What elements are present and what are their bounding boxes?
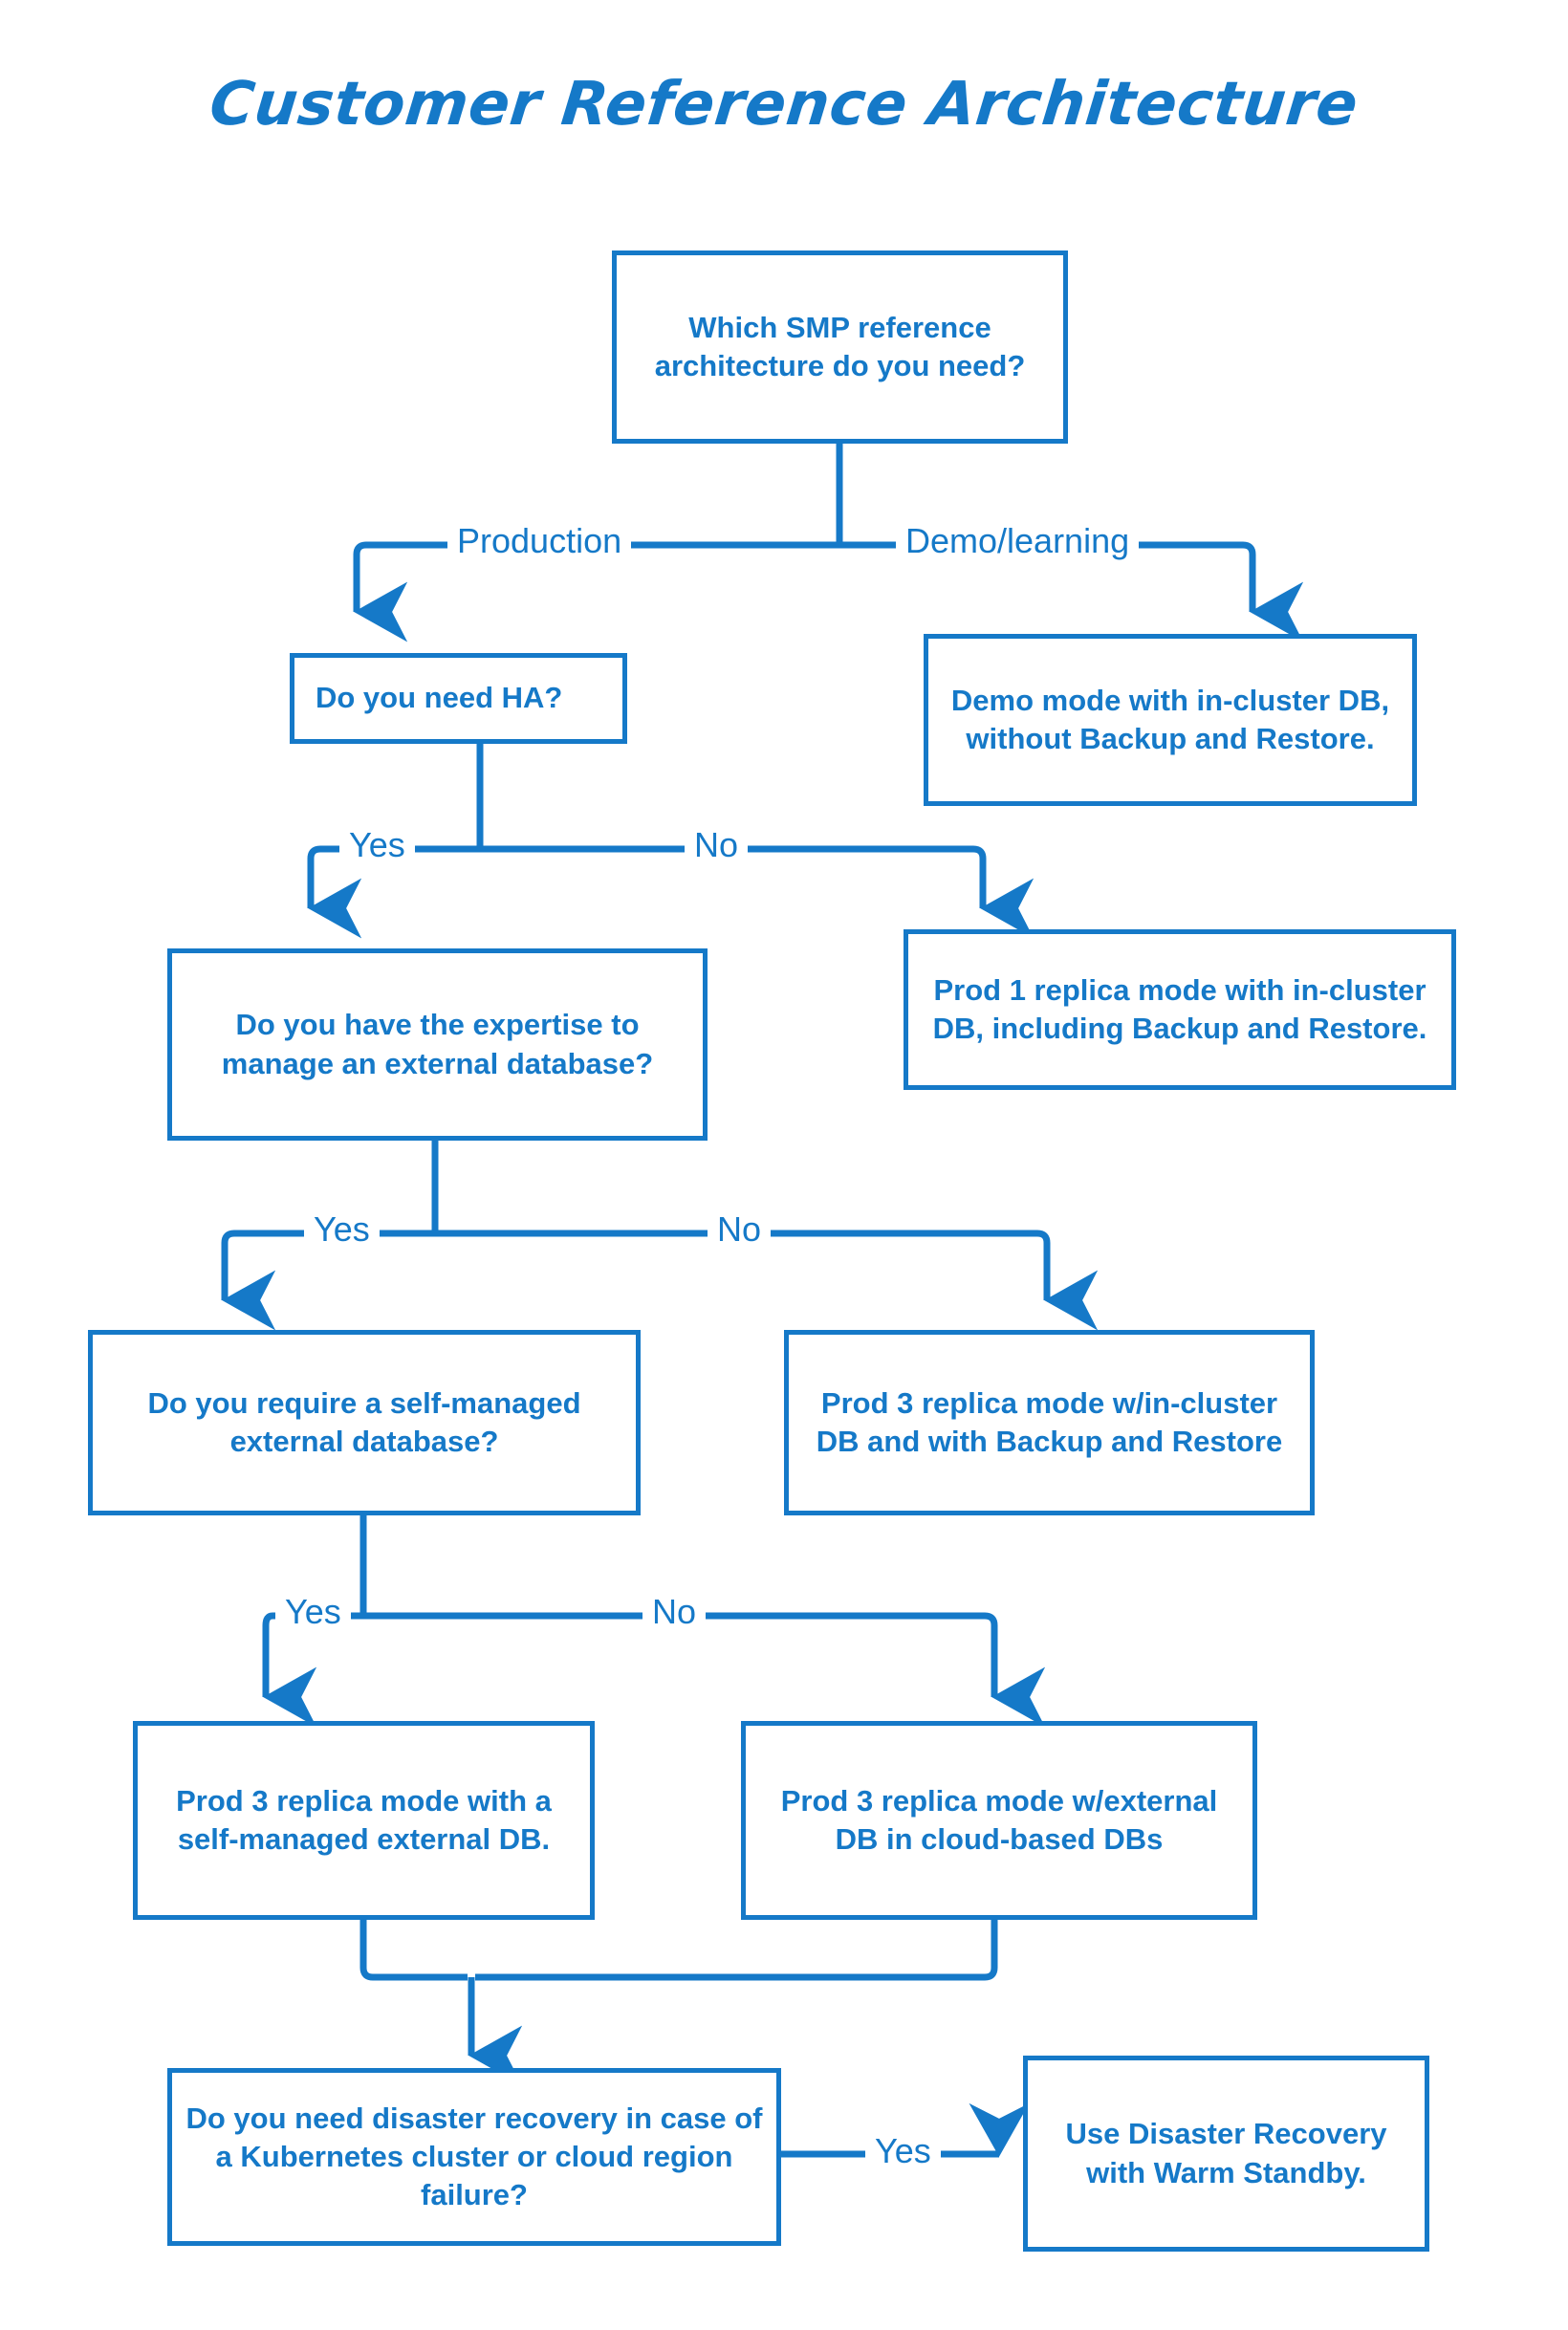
edge-label-ha-yes: Yes — [339, 828, 415, 862]
edge-label-expertise-yes: Yes — [304, 1212, 380, 1247]
edge-label-demo-learning: Demo/learning — [896, 524, 1140, 558]
node-demo-mode-in-cluster-db[interactable]: Demo mode with in-cluster DB, without Ba… — [924, 634, 1417, 806]
node-use-disaster-recovery-warm-standby[interactable]: Use Disaster Recovery with Warm Standby. — [1023, 2056, 1429, 2252]
node-which-smp-reference-architecture[interactable]: Which SMP reference architecture do you … — [612, 250, 1068, 444]
node-prod-3-replica-cloud-based-dbs[interactable]: Prod 3 replica mode w/external DB in clo… — [741, 1721, 1257, 1920]
edge-label-dr-yes: Yes — [865, 2134, 941, 2168]
edge-label-production: Production — [447, 524, 632, 558]
edge-label-expertise-no: No — [708, 1212, 772, 1247]
edge-label-ha-no: No — [685, 828, 749, 862]
edge-label-selfmanaged-yes: Yes — [275, 1595, 351, 1629]
node-expertise-external-database[interactable]: Do you have the expertise to manage an e… — [167, 948, 708, 1141]
node-prod-3-replica-in-cluster-db[interactable]: Prod 3 replica mode w/in-cluster DB and … — [784, 1330, 1315, 1515]
node-prod-3-replica-self-managed-external-db[interactable]: Prod 3 replica mode with a self-managed … — [133, 1721, 595, 1920]
node-require-self-managed-external-database[interactable]: Do you require a self-managed external d… — [88, 1330, 641, 1515]
node-disaster-recovery-question[interactable]: Do you need disaster recovery in case of… — [167, 2068, 781, 2246]
edge-label-selfmanaged-no: No — [642, 1595, 707, 1629]
node-prod-1-replica-mode[interactable]: Prod 1 replica mode with in-cluster DB, … — [904, 929, 1456, 1090]
node-do-you-need-ha[interactable]: Do you need HA? — [290, 653, 627, 744]
